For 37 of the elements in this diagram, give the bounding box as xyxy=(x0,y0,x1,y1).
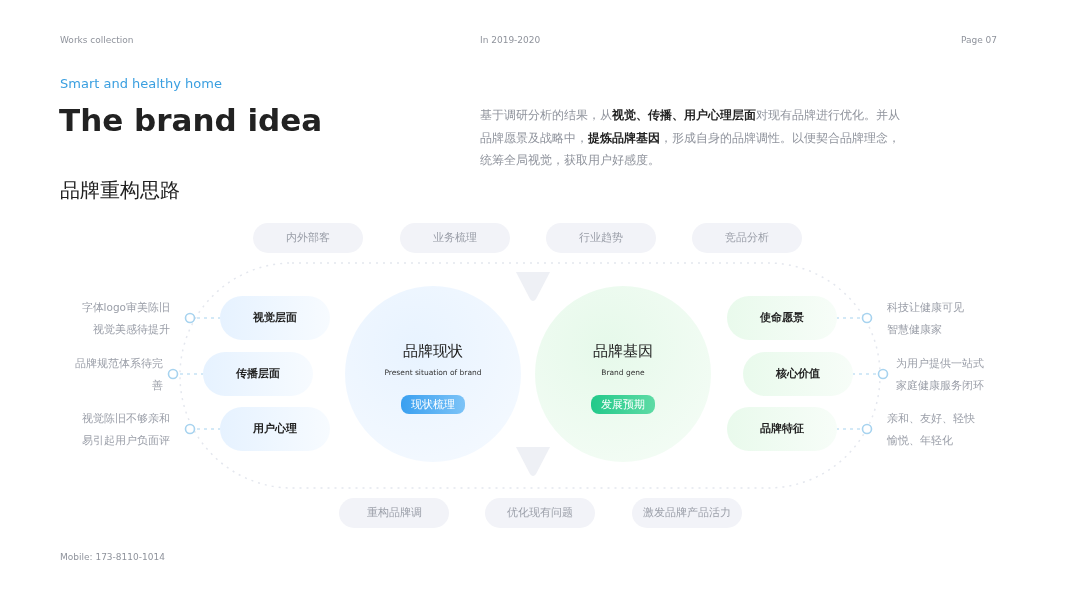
topic-pill: 业务梳理 xyxy=(400,223,510,253)
description-paragraph: 基于调研分析的结果，从视觉、传播、用户心理层面对现有品牌进行优化。并从品牌愿景及战略中，提炼品牌基因，形成自身的品牌调性。以便契合品牌理念，统筹全局视觉，获取用户好感度。 xyxy=(480,107,901,169)
header-text: In 2019-2020 xyxy=(480,35,541,45)
topic-pill: 内外部客 xyxy=(253,223,363,253)
aspect-pill: 视觉层面 xyxy=(220,296,330,340)
leader-line xyxy=(167,368,204,380)
topic-pill: 行业趋势 xyxy=(546,223,656,253)
leader-line xyxy=(836,423,873,435)
contact-text: Mobile: 173-8110-1014 xyxy=(60,552,165,562)
leader-line xyxy=(184,312,221,324)
header-text: Works collection xyxy=(60,35,134,45)
status-tag: 现状梳理 xyxy=(401,395,465,414)
page-title: The brand idea xyxy=(59,102,323,138)
leader-line xyxy=(852,368,889,380)
section-heading: 品牌重构思路 xyxy=(60,177,180,204)
leader-line xyxy=(184,423,221,435)
aspect-pill: 使命愿景 xyxy=(727,296,837,340)
gene-tag: 发展预期 xyxy=(591,395,655,414)
page-number: Page 07 xyxy=(960,35,997,45)
outcome-pill: 重构品牌调 xyxy=(339,498,449,528)
circle-title: 品牌基因 xyxy=(592,342,654,361)
subtitle: Smart and healthy home xyxy=(60,76,222,91)
aspect-pill: 品牌特征 xyxy=(727,407,837,451)
aspect-pill: 核心价值 xyxy=(743,352,853,396)
leader-line xyxy=(836,312,873,324)
aspect-pill: 用户心理 xyxy=(220,407,330,451)
topic-pill: 竞品分析 xyxy=(692,223,802,253)
circle-title: 品牌现状 xyxy=(402,342,464,361)
note-text: 品牌规范体系待完善 xyxy=(70,352,173,396)
note-text: 视觉陈旧不够亲和易引起用户负面评 xyxy=(80,407,190,451)
outcome-pill: 优化现有问题 xyxy=(485,498,595,528)
aspect-pill: 传播层面 xyxy=(203,352,313,396)
note-text: 字体logo审美陈旧视觉美感待提升 xyxy=(80,296,190,340)
note-text: 亲和、友好、轻快愉悦、年轻化 xyxy=(867,407,977,451)
note-text: 科技让健康可见智慧健康家 xyxy=(867,296,967,340)
outcome-pill: 激发品牌产品活力 xyxy=(632,498,742,528)
note-text: 为用户提供一站式家庭健康服务闭环 xyxy=(883,352,993,396)
